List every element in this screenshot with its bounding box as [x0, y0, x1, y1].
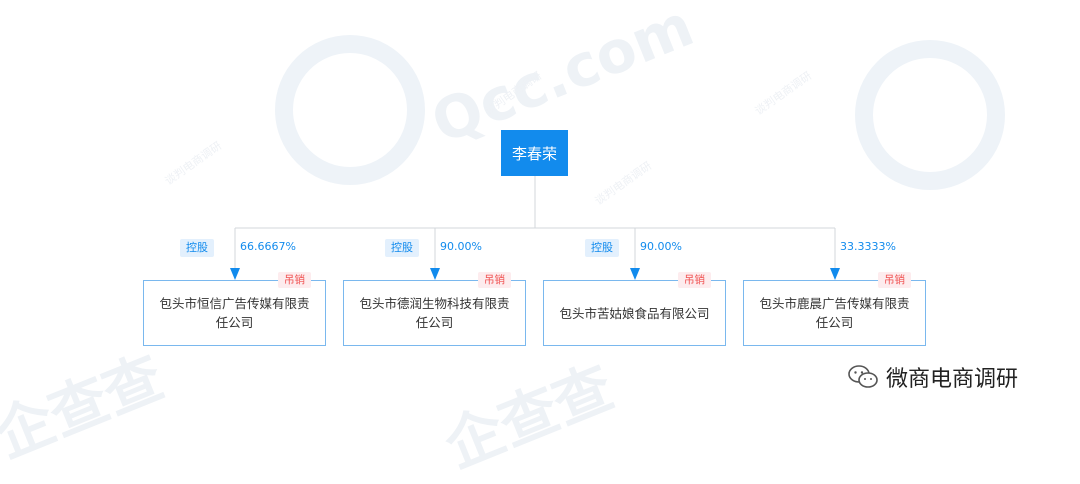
company-card[interactable]: 包头市苦姑娘食品有限公司 吊销: [543, 272, 726, 346]
arrow-down-icon: [830, 268, 840, 280]
holding-tag: 控股: [585, 239, 619, 257]
company-name: 包头市恒信广告传媒有限责任公司: [159, 296, 310, 330]
arrow-down-icon: [630, 268, 640, 280]
holding-tag: 控股: [180, 239, 214, 257]
company-card[interactable]: 包头市鹿晨广告传媒有限责任公司 吊销: [743, 272, 926, 346]
share-percent: 90.00%: [640, 240, 682, 253]
share-percent: 33.3333%: [840, 240, 896, 253]
company-name: 包头市苦姑娘食品有限公司: [559, 305, 710, 321]
shareholder-name: 李春荣: [511, 144, 557, 163]
arrow-down-icon: [230, 268, 240, 280]
holding-tag: 控股: [385, 239, 419, 257]
share-percent: 90.00%: [440, 240, 482, 253]
arrow-down-icon: [430, 268, 440, 280]
connector-lines: [230, 176, 840, 280]
footer-brand: 微商电商调研: [848, 362, 1018, 392]
footer-label: 微商电商调研: [886, 367, 1019, 392]
company-name: 包头市鹿晨广告传媒有限责任公司: [759, 296, 910, 330]
wechat-icon: [848, 365, 878, 388]
company-name: 包头市德润生物科技有限责任公司: [359, 296, 510, 330]
company-card[interactable]: 包头市恒信广告传媒有限责任公司 吊销: [143, 272, 326, 346]
share-percent: 66.6667%: [240, 240, 296, 253]
company-card[interactable]: 包头市德润生物科技有限责任公司 吊销: [343, 272, 526, 346]
status-badge: 吊销: [278, 272, 311, 288]
shareholder-node[interactable]: 李春荣: [501, 130, 568, 176]
status-badge: 吊销: [478, 272, 511, 288]
status-badge: 吊销: [678, 272, 711, 288]
status-badge: 吊销: [878, 272, 911, 288]
